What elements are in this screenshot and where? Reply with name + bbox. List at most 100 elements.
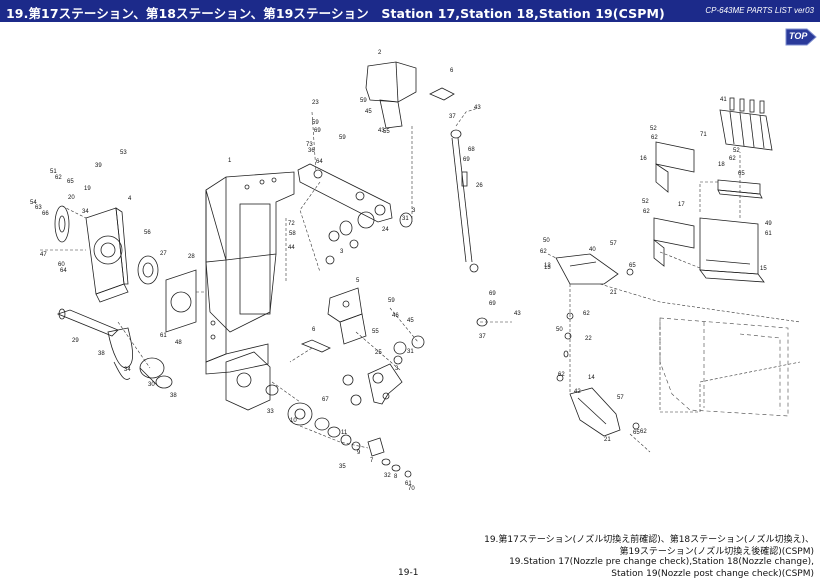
callout-number: 59 bbox=[388, 298, 395, 304]
main-column-part bbox=[205, 171, 295, 375]
motor-plate-part bbox=[85, 207, 129, 303]
callout-number: 73 bbox=[306, 142, 313, 148]
callout-number: 13 bbox=[544, 265, 551, 271]
callout-number: 62 bbox=[729, 156, 736, 162]
callout-number: 41 bbox=[720, 97, 727, 103]
callout-number: 7 bbox=[370, 458, 374, 464]
callout-number: 57 bbox=[617, 395, 624, 401]
callout-number: 59 bbox=[360, 98, 367, 104]
sensor-bracket-middle bbox=[653, 217, 695, 267]
callout-number: 6 bbox=[312, 327, 316, 333]
caption-japanese-line-1: 19.第17ステーション(ノズル切換え前確認)、第18ステーション(ノズル切換え… bbox=[484, 535, 814, 545]
callout-number: 50 bbox=[556, 327, 563, 333]
callout-number: 49 bbox=[765, 221, 772, 227]
pulley-part bbox=[139, 357, 173, 389]
callout-number: 1 bbox=[228, 158, 232, 164]
ring-parts-group bbox=[265, 384, 361, 451]
callout-number: 21 bbox=[610, 290, 617, 296]
callout-number: 60 bbox=[58, 262, 65, 268]
caption-japanese-line-2: 第19ステーション(ノズル切換え後確認)(CSPM) bbox=[619, 547, 814, 557]
callout-number: 43 bbox=[514, 311, 521, 317]
callout-number: 14 bbox=[588, 375, 595, 381]
callout-number: 5 bbox=[356, 278, 360, 284]
callout-number: 43 bbox=[378, 128, 385, 134]
callout-number: 52 bbox=[642, 199, 649, 205]
parts-list-version: CP-643ME PARTS LIST ver03 bbox=[705, 6, 814, 15]
callout-number: 55 bbox=[383, 129, 390, 135]
middle-bracket-part bbox=[327, 287, 367, 345]
callout-number: 4 bbox=[128, 196, 132, 202]
nozzle-bracket-upper bbox=[555, 253, 619, 285]
callout-number: 53 bbox=[120, 150, 127, 156]
callout-number: 66 bbox=[42, 211, 49, 217]
callout-number: 35 bbox=[339, 464, 346, 470]
connecting-rod-part bbox=[450, 129, 488, 327]
callout-number: 59 bbox=[312, 120, 319, 126]
callout-number: 25 bbox=[375, 350, 382, 356]
roller-group-upper bbox=[325, 211, 413, 265]
callout-number: 54 bbox=[30, 200, 37, 206]
callout-number: 45 bbox=[407, 318, 414, 324]
callout-number: 65 bbox=[629, 263, 636, 269]
callout-number: 51 bbox=[50, 169, 57, 175]
callout-number: 19 bbox=[84, 186, 91, 192]
callout-number: 69 bbox=[489, 301, 496, 307]
callout-number: 52 bbox=[650, 126, 657, 132]
top-label: TOP bbox=[789, 31, 808, 41]
callout-number: 65 bbox=[633, 430, 640, 436]
callout-number: 55 bbox=[372, 329, 379, 335]
callout-number: 37 bbox=[449, 114, 456, 120]
callout-number: 62 bbox=[643, 209, 650, 215]
callout-number: 62 bbox=[55, 175, 62, 181]
upper-shaft-part bbox=[429, 87, 455, 101]
callout-number: 62 bbox=[640, 429, 647, 435]
top-button[interactable]: TOP bbox=[785, 26, 817, 48]
callout-number: 65 bbox=[738, 171, 745, 177]
small-block-part bbox=[367, 437, 412, 478]
nozzle-bracket-lower bbox=[569, 387, 621, 437]
callout-number: 57 bbox=[610, 241, 617, 247]
sensor-part bbox=[717, 179, 763, 199]
callout-number: 30 bbox=[148, 382, 155, 388]
callout-number: 62 bbox=[540, 249, 547, 255]
callout-number: 6 bbox=[450, 68, 454, 74]
callout-number: 10 bbox=[290, 418, 297, 424]
caption-english-line-2: Station 19(Nozzle post change check)(CSP… bbox=[611, 569, 814, 579]
belt-part bbox=[107, 327, 133, 380]
callout-number: 69 bbox=[489, 291, 496, 297]
callout-number: 47 bbox=[40, 252, 47, 258]
top-arrow-icon bbox=[785, 28, 817, 46]
callout-number: 29 bbox=[72, 338, 79, 344]
callout-number: 31 bbox=[402, 216, 409, 222]
callout-number: 67 bbox=[322, 397, 329, 403]
callout-number: 18 bbox=[718, 162, 725, 168]
callout-number: 3 bbox=[340, 249, 344, 255]
callout-number: 64 bbox=[316, 159, 323, 165]
callout-number: 26 bbox=[476, 183, 483, 189]
title-bar: 19.第17ステーション、第18ステーション、第19ステーション Station… bbox=[0, 0, 820, 22]
connector-block-part bbox=[719, 97, 773, 151]
callout-number: 46 bbox=[392, 313, 399, 319]
callout-number: 2 bbox=[378, 50, 382, 56]
callout-number: 63 bbox=[35, 205, 42, 211]
callout-labels: 1233345667891011121314151617181920212122… bbox=[30, 50, 772, 492]
callout-number: 39 bbox=[95, 163, 102, 169]
page-number: 19-1 bbox=[398, 568, 419, 578]
page-title: 19.第17ステーション、第18ステーション、第19ステーション Station… bbox=[6, 6, 665, 21]
callout-number: 48 bbox=[175, 340, 182, 346]
upper-bracket-part bbox=[365, 61, 417, 129]
callout-number: 16 bbox=[640, 156, 647, 162]
callout-number: 72 bbox=[288, 221, 295, 227]
lower-lever-part bbox=[342, 335, 425, 406]
callout-number: 61 bbox=[405, 481, 412, 487]
callout-number: 3 bbox=[395, 366, 399, 372]
exploded-parts-diagram: 1233345667891011121314151617181920212122… bbox=[30, 50, 801, 492]
disc-part bbox=[54, 205, 70, 243]
callout-number: 31 bbox=[407, 349, 414, 355]
callout-number: 15 bbox=[760, 266, 767, 272]
callout-number: 36 bbox=[308, 148, 315, 154]
coupling-part bbox=[137, 255, 159, 285]
callout-number: 24 bbox=[382, 227, 389, 233]
callout-number: 62 bbox=[558, 372, 565, 378]
callout-number: 45 bbox=[365, 109, 372, 115]
